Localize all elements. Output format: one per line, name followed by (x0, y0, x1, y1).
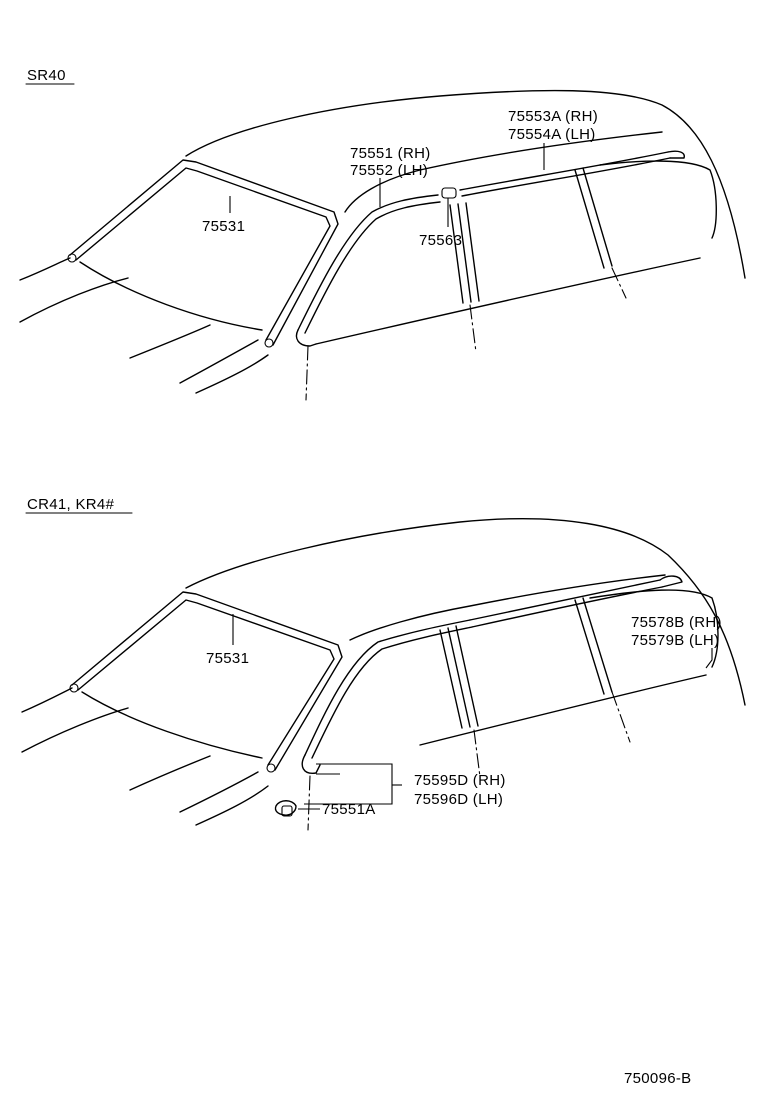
leader-75578b (705, 648, 713, 669)
label-75578b-rh: 75578B (RH) (631, 614, 722, 631)
label-75551a: 75551A (322, 801, 376, 818)
label-75551-rh: 75551 (RH) (350, 145, 431, 162)
label-75531: 75531 (202, 218, 245, 235)
vehicle-outline-top (19, 89, 746, 401)
label-75553a-rh: 75553A (RH) (508, 108, 598, 125)
section-heading: CR41, KR4# (27, 496, 115, 513)
label-75596d-lh: 75596D (LH) (414, 791, 503, 808)
label-75531: 75531 (206, 650, 249, 667)
leader-75595d (304, 763, 393, 805)
label-75563: 75563 (419, 232, 462, 249)
label-75579b-lh: 75579B (LH) (631, 632, 719, 649)
vehicle-outline-bottom (21, 518, 746, 831)
label-75554a-lh: 75554A (LH) (508, 126, 596, 143)
section-heading: SR40 (27, 67, 66, 84)
label-75595d-rh: 75595D (RH) (414, 772, 506, 789)
section-cr41-kr4: CR41, KR4# (21, 496, 746, 831)
figure-code: 750096-B (624, 1070, 691, 1087)
section-sr40: SR40 (19, 67, 746, 401)
label-75552-lh: 75552 (LH) (350, 162, 428, 179)
